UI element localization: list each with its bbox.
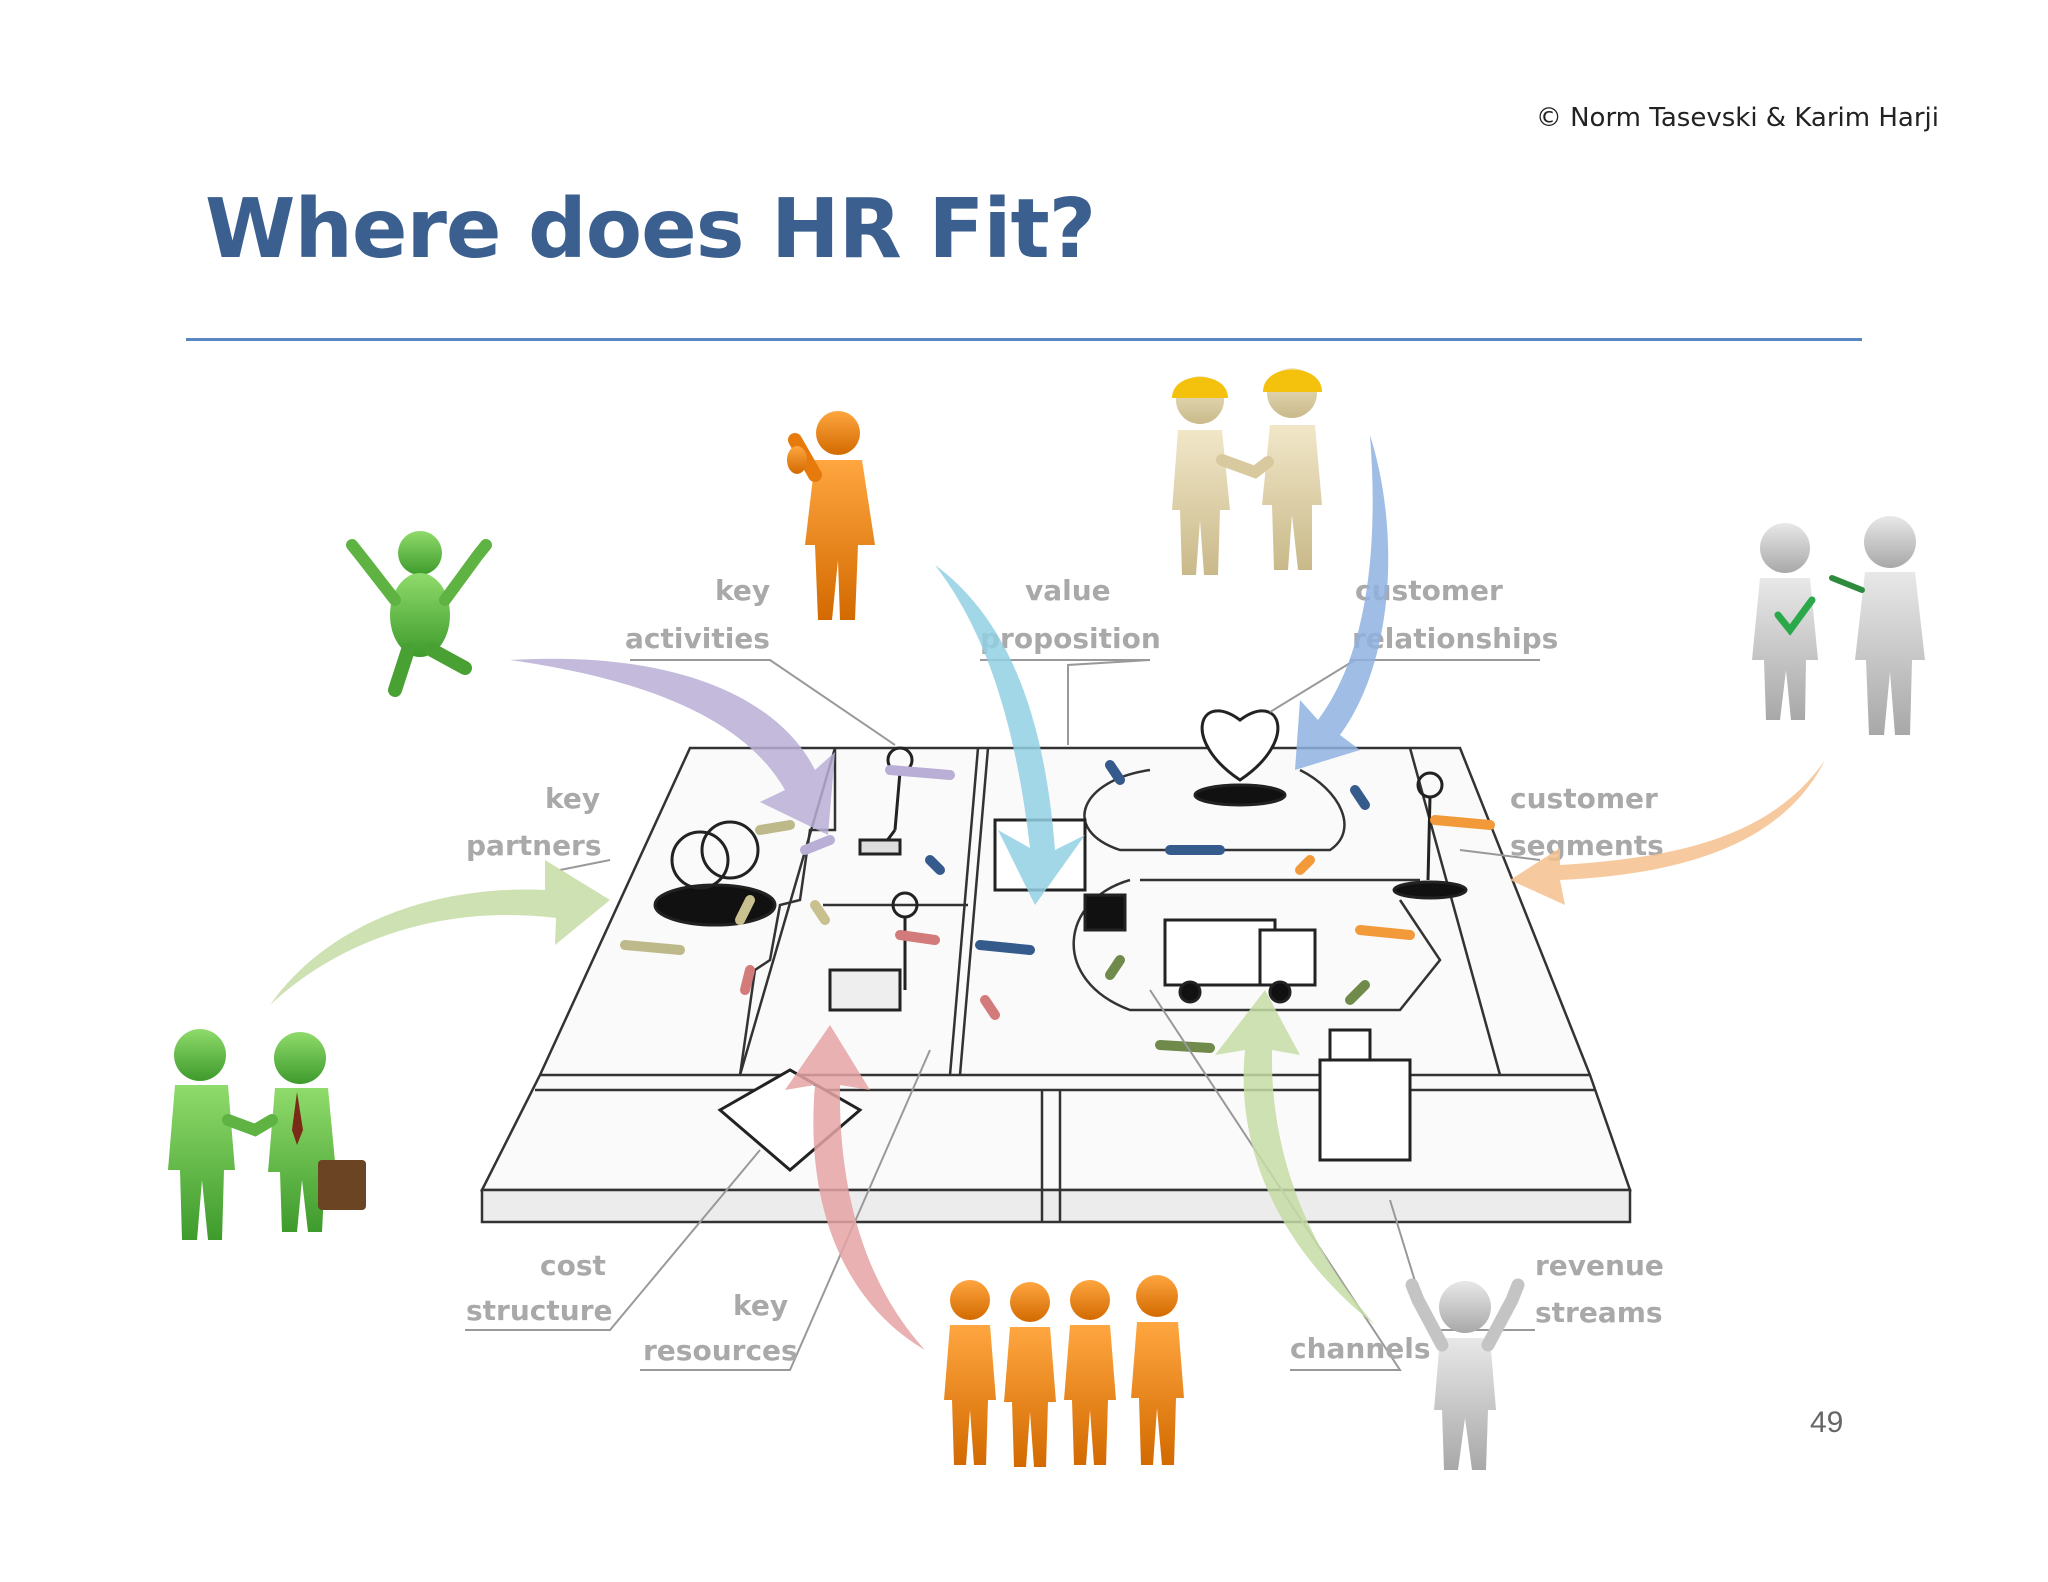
- label-key-resources-2: resources: [643, 1334, 798, 1367]
- label-key-activities-2: activities: [625, 622, 770, 655]
- jumping-green-figure: [346, 531, 492, 697]
- title-divider: [186, 338, 1862, 341]
- label-cost-structure-2: structure: [466, 1294, 613, 1327]
- handshake-helmet-figures: [1172, 368, 1322, 575]
- light-blue-arrow: [935, 565, 1085, 905]
- curved-arrows: [270, 435, 1825, 1350]
- checkmark-gray-figures: [1752, 516, 1925, 735]
- handshake-green-figures: [168, 1029, 366, 1240]
- label-channels: channels: [1290, 1332, 1431, 1365]
- thumbs-up-orange-figure: [787, 411, 875, 620]
- orange-arrow: [1510, 760, 1825, 905]
- cheering-gray-figure: [1405, 1278, 1525, 1470]
- label-revenue-1: revenue: [1535, 1249, 1664, 1282]
- purple-arrow: [510, 658, 835, 835]
- green-arrow-bottom: [1215, 990, 1375, 1325]
- label-customer-seg-1: customer: [1510, 782, 1658, 815]
- page-number: 49: [1810, 1406, 1844, 1439]
- label-cost-structure-1: cost: [540, 1249, 606, 1282]
- label-customer-rel-2: relationships: [1352, 622, 1558, 655]
- label-value-prop-1: value: [1025, 574, 1111, 607]
- orange-figure-group: [944, 1275, 1184, 1467]
- label-key-partners-2: partners: [466, 829, 602, 862]
- green-arrow-left: [270, 860, 610, 1005]
- label-key-activities-1: key: [715, 574, 770, 607]
- label-revenue-2: streams: [1535, 1296, 1663, 1329]
- label-customer-seg-2: segments: [1510, 829, 1664, 862]
- pink-arrow: [785, 1025, 925, 1350]
- copyright-notice: © Norm Tasevski & Karim Harji: [1535, 103, 1939, 133]
- color-dashes: [620, 760, 1495, 1053]
- label-key-resources-1: key: [733, 1289, 788, 1322]
- canvas-sketches: [653, 709, 1468, 1172]
- label-value-prop-2: proposition: [980, 622, 1161, 655]
- slide-title: Where does HR Fit?: [205, 182, 1096, 277]
- label-key-partners-1: key: [545, 782, 600, 815]
- blue-arrow: [1295, 435, 1389, 770]
